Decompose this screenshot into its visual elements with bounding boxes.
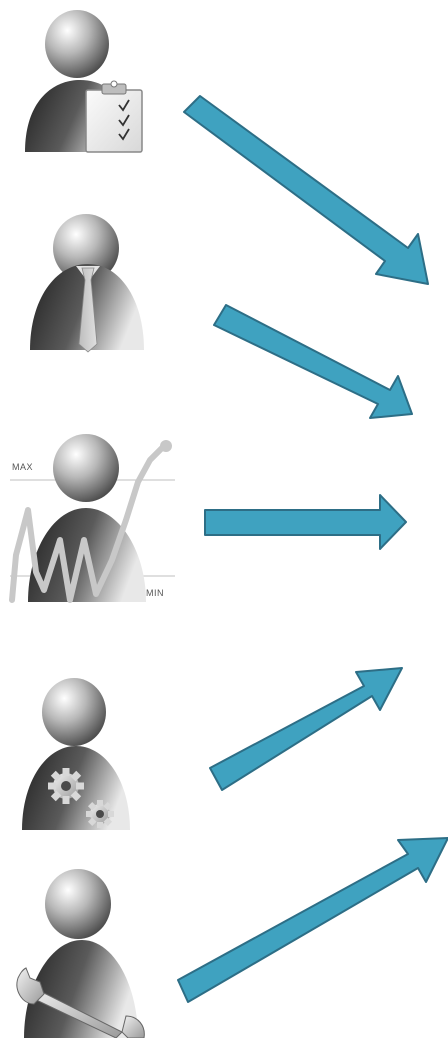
arrow-5 — [177, 837, 448, 1003]
min-label: MIN — [146, 588, 164, 598]
arrow-3 — [204, 494, 407, 550]
gear-icon — [48, 768, 84, 804]
person-head — [45, 869, 111, 939]
arrows-layer — [177, 95, 448, 1003]
clipboard-icon — [85, 80, 143, 153]
person-head — [45, 10, 109, 78]
person-head — [53, 434, 119, 502]
arrow-1 — [183, 95, 429, 285]
person-gears-icon — [22, 678, 130, 830]
person-chart-icon: MAX MIN — [9, 434, 175, 603]
person-body — [24, 940, 138, 1038]
gear-icon — [86, 800, 114, 828]
person-wrench-icon — [16, 869, 145, 1038]
wrench-icon — [16, 967, 145, 1038]
max-label: MAX — [12, 462, 33, 472]
person-tie-icon — [30, 214, 144, 353]
performance-endpoint — [160, 440, 172, 452]
arrow-2 — [213, 304, 413, 419]
person-clipboard-icon — [25, 10, 143, 153]
person-head — [42, 678, 106, 746]
performance-line — [9, 443, 167, 603]
person-head — [53, 214, 119, 282]
arrow-4 — [209, 667, 403, 791]
tie-shape — [78, 267, 98, 353]
